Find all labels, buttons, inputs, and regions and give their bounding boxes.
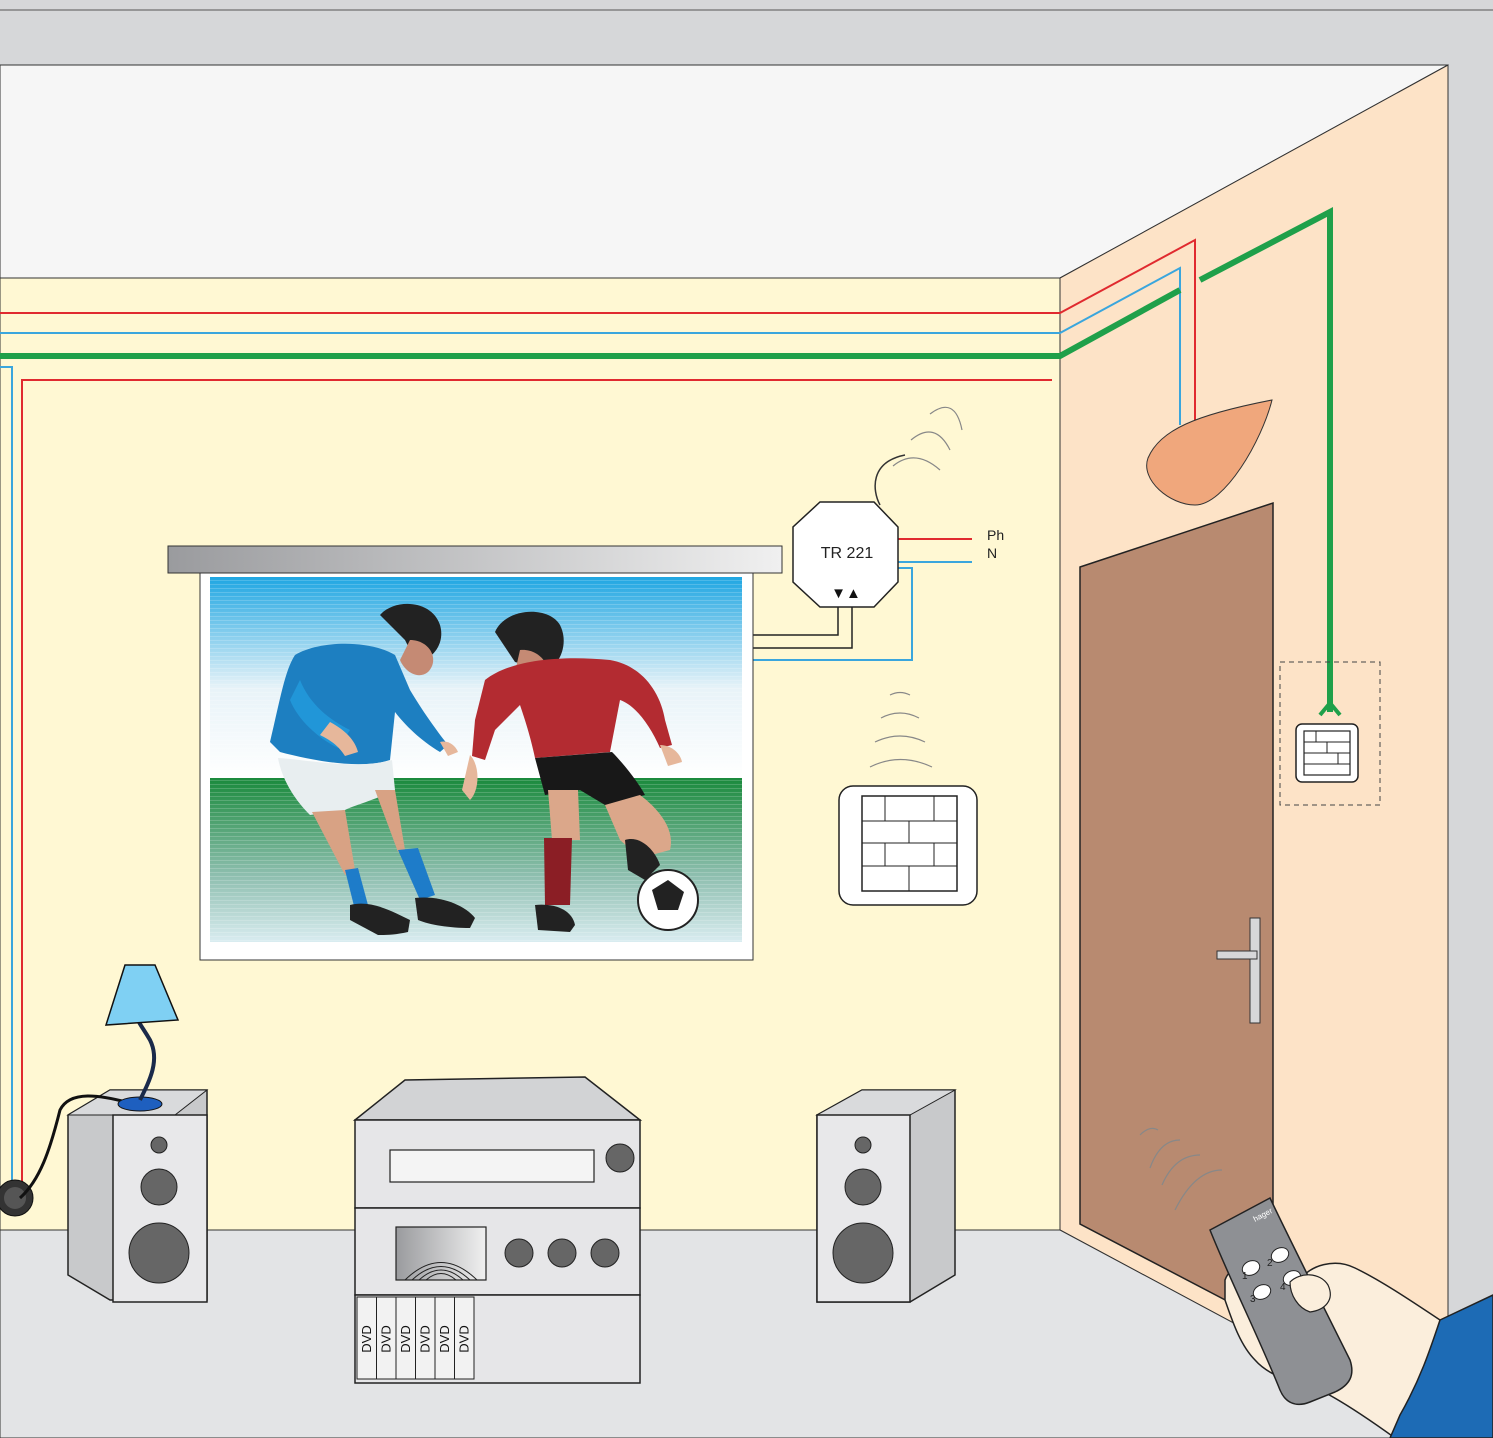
amp-knob-3 — [591, 1239, 619, 1267]
dvd-case-label: DVD — [398, 1325, 413, 1352]
amplifier-display — [396, 1227, 486, 1280]
dvd-case-label: DVD — [437, 1325, 452, 1352]
left-speaker — [68, 1090, 207, 1302]
door-handle[interactable] — [1217, 951, 1257, 959]
receiver-updown-arrows: ▼▲ — [831, 585, 861, 602]
svg-text:3: 3 — [1250, 1294, 1256, 1305]
door[interactable] — [1080, 503, 1273, 1325]
svg-text:1: 1 — [1242, 1271, 1248, 1282]
stereo-system: DVD DVD DVD DVD DVD DVD — [355, 1077, 640, 1383]
amp-knob-1 — [505, 1239, 533, 1267]
phase-label: Ph — [987, 527, 1004, 543]
dvd-case-stack: DVD DVD DVD DVD DVD DVD — [357, 1297, 474, 1379]
amp-knob-2 — [548, 1239, 576, 1267]
dvd-case-label: DVD — [378, 1325, 393, 1352]
screen-roller-housing — [168, 546, 782, 573]
wall-socket[interactable] — [0, 1180, 33, 1216]
projection-screen — [168, 546, 782, 960]
dvd-case-label: DVD — [417, 1325, 432, 1352]
dvd-case-label: DVD — [359, 1325, 374, 1352]
svg-text:2: 2 — [1267, 1258, 1273, 1269]
door-handle-plate — [1250, 918, 1260, 1023]
svg-text:4: 4 — [1280, 1282, 1286, 1293]
receiver-model-label: TR 221 — [821, 545, 874, 562]
disc-tray — [390, 1150, 594, 1182]
neutral-label: N — [987, 545, 997, 561]
dvd-case-label: DVD — [456, 1325, 471, 1352]
dvd-power-knob — [606, 1144, 634, 1172]
right-speaker — [817, 1090, 955, 1302]
